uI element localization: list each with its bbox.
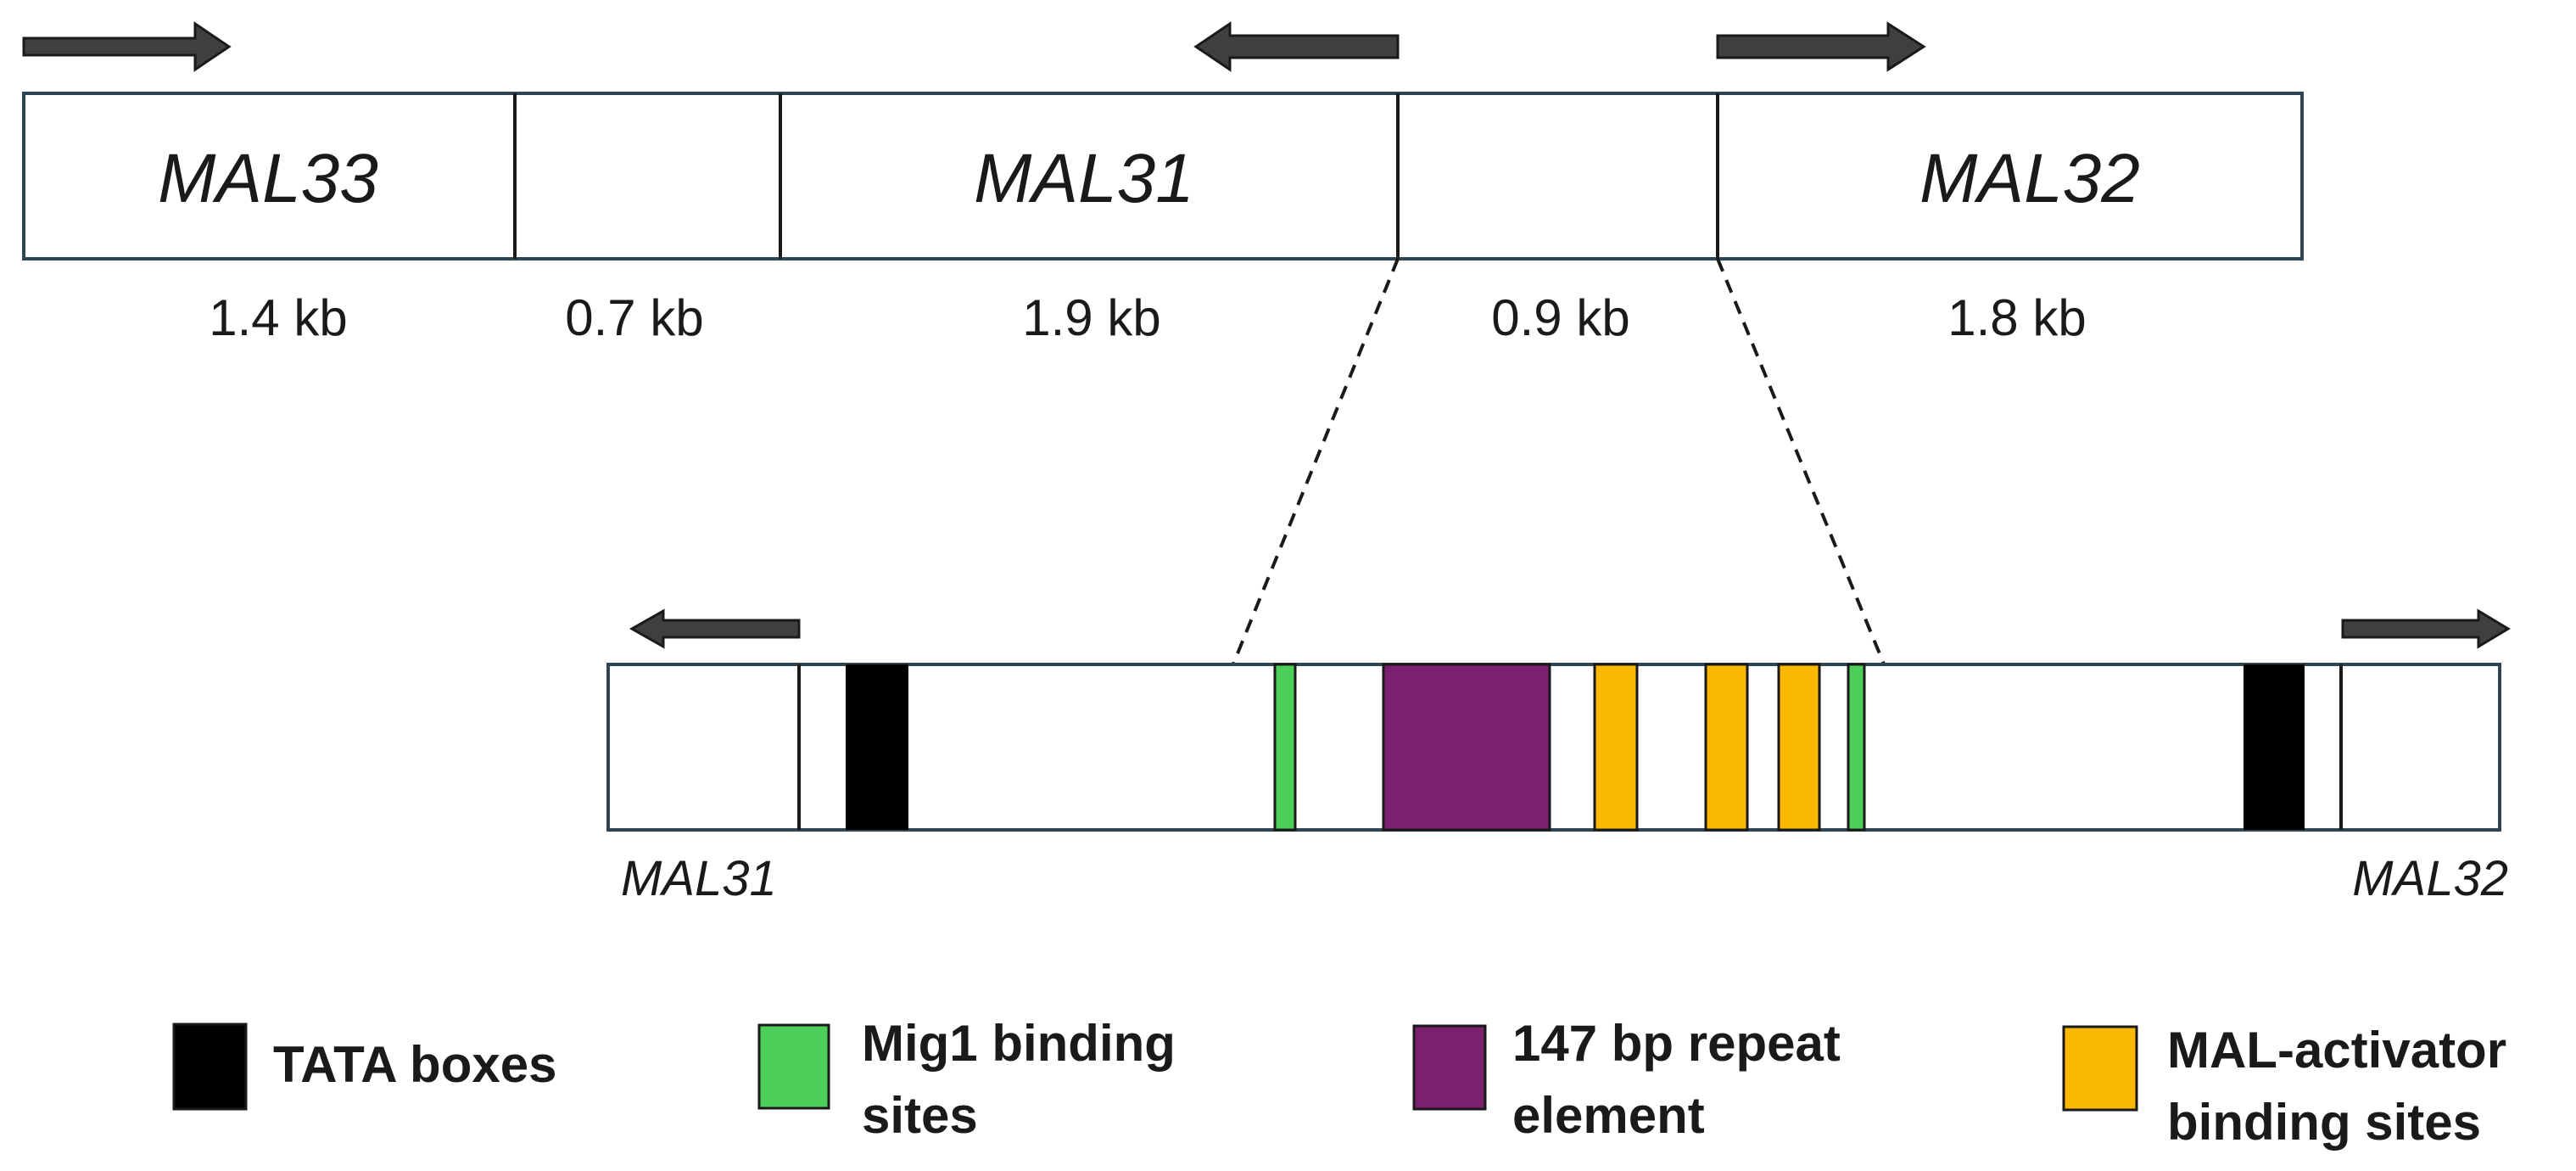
mal-activator-binding-site xyxy=(1777,663,1821,832)
mal32-direction-arrow xyxy=(1716,21,1926,72)
promoter-outline xyxy=(606,663,2501,832)
mal31-direction-arrow xyxy=(1193,21,1400,72)
legend-label-mal-activator: MAL-activator xyxy=(2167,1022,2506,1079)
tata-box xyxy=(2244,664,2305,830)
legend-item-mig1: Mig1 binding sites xyxy=(757,1015,1176,1144)
promoter-right-gene-label: MAL32 xyxy=(2352,851,2508,906)
legend-label-repeat: 147 bp repeat xyxy=(1512,1015,1841,1072)
mal-activator-binding-site xyxy=(1704,663,1749,832)
tata-box xyxy=(846,664,908,830)
mig1-binding-site xyxy=(1273,663,1297,832)
repeat-swatch xyxy=(1412,1024,1487,1111)
legend-label-mig1: Mig1 binding xyxy=(862,1015,1176,1072)
gene-label-mal33: MAL33 xyxy=(158,140,378,217)
zoom-line-left xyxy=(1231,258,1400,667)
segment-size-label: 1.4 kb xyxy=(209,289,347,346)
gene-label-mal32: MAL32 xyxy=(1919,140,2140,217)
promoter-left-gene-label: MAL31 xyxy=(621,851,777,906)
segment-size-label: 0.9 kb xyxy=(1491,289,1629,346)
mal-activator-binding-site xyxy=(1593,663,1639,832)
legend-label-mal-activator: binding sites xyxy=(2167,1094,2481,1151)
legend-label-tata: TATA boxes xyxy=(273,1036,556,1093)
legend-label-repeat: element xyxy=(1512,1087,1705,1144)
mal32-direction-arrow xyxy=(2341,608,2511,649)
locus-map: MAL33 MAL31 MAL32 1.4 kb 0.7 kb 1.9 kb 0… xyxy=(22,21,2304,346)
mal-activator-swatch xyxy=(2062,1025,2138,1112)
gene-label-mal31: MAL31 xyxy=(974,140,1194,217)
legend-item-repeat: 147 bp repeat element xyxy=(1412,1015,1841,1144)
mal31-direction-arrow xyxy=(629,608,801,649)
legend-label-mig1: sites xyxy=(862,1087,978,1144)
tata-swatch xyxy=(172,1023,248,1111)
zoom-line-right xyxy=(1716,258,1886,667)
legend: TATA boxes Mig1 binding sites 147 bp rep… xyxy=(172,1015,2506,1151)
legend-item-mal-activator: MAL-activator binding sites xyxy=(2062,1022,2506,1151)
legend-item-tata: TATA boxes xyxy=(172,1023,556,1111)
repeat-element xyxy=(1382,663,1551,832)
mig1-swatch xyxy=(757,1023,830,1110)
promoter-detail: MAL31 MAL32 xyxy=(606,608,2511,906)
locus-outline xyxy=(22,92,2304,261)
segment-size-label: 1.9 kb xyxy=(1022,289,1160,346)
segment-size-label: 1.8 kb xyxy=(1947,289,2086,346)
mal33-direction-arrow xyxy=(22,21,232,72)
mig1-binding-site xyxy=(1847,663,1866,832)
segment-size-label: 0.7 kb xyxy=(565,289,703,346)
